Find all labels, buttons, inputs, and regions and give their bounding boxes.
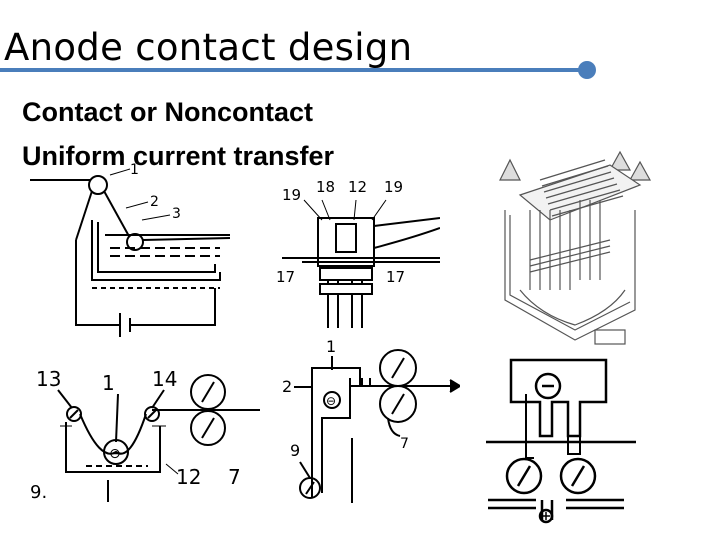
label-7: 7 bbox=[400, 436, 409, 452]
diagram-brush-contact: 19 18 12 19 17 17 bbox=[276, 178, 440, 328]
bullet-uniform-current: Uniform current transfer bbox=[22, 141, 335, 171]
label-1: 1 bbox=[130, 162, 139, 178]
slide-title: Anode contact design bbox=[4, 26, 413, 69]
svg-text:⊖: ⊖ bbox=[326, 394, 336, 408]
label-1: 1 bbox=[326, 338, 336, 356]
title-underline bbox=[0, 68, 588, 72]
label-9: 9. bbox=[30, 482, 47, 502]
label-19-left: 19 bbox=[282, 186, 301, 204]
label-12: 12 bbox=[348, 178, 367, 196]
label-1: 1 bbox=[102, 371, 115, 395]
label-7: 7 bbox=[228, 465, 241, 489]
label-2: 2 bbox=[282, 377, 292, 396]
diagram-roller-contact: 1 2 3 bbox=[30, 162, 230, 337]
diagram-contact-arm: 1 2 ⊖ 7 9 bbox=[282, 338, 460, 503]
svg-text:⊖: ⊖ bbox=[109, 446, 121, 462]
label-18: 18 bbox=[316, 178, 335, 196]
label-9: 9 bbox=[290, 441, 300, 460]
label-19-right: 19 bbox=[384, 178, 403, 196]
label-2: 2 bbox=[150, 194, 159, 210]
bullet-contact: Contact or Noncontact bbox=[22, 97, 314, 127]
label-13: 13 bbox=[36, 367, 61, 391]
bullet-list: Contact or Noncontact Uniform current tr… bbox=[22, 90, 334, 178]
label-14: 14 bbox=[152, 367, 177, 391]
label-3: 3 bbox=[172, 206, 181, 222]
title-underline-dot bbox=[578, 61, 596, 79]
diagram-perspective-tank bbox=[499, 150, 652, 345]
label-17-left: 17 bbox=[276, 268, 295, 286]
label-12: 12 bbox=[176, 465, 201, 489]
label-17-right: 17 bbox=[386, 268, 405, 286]
diagram-roller-path: 13 1 14 ⊖ 12 7 9. bbox=[30, 367, 260, 502]
diagram-anode-block bbox=[486, 358, 636, 524]
